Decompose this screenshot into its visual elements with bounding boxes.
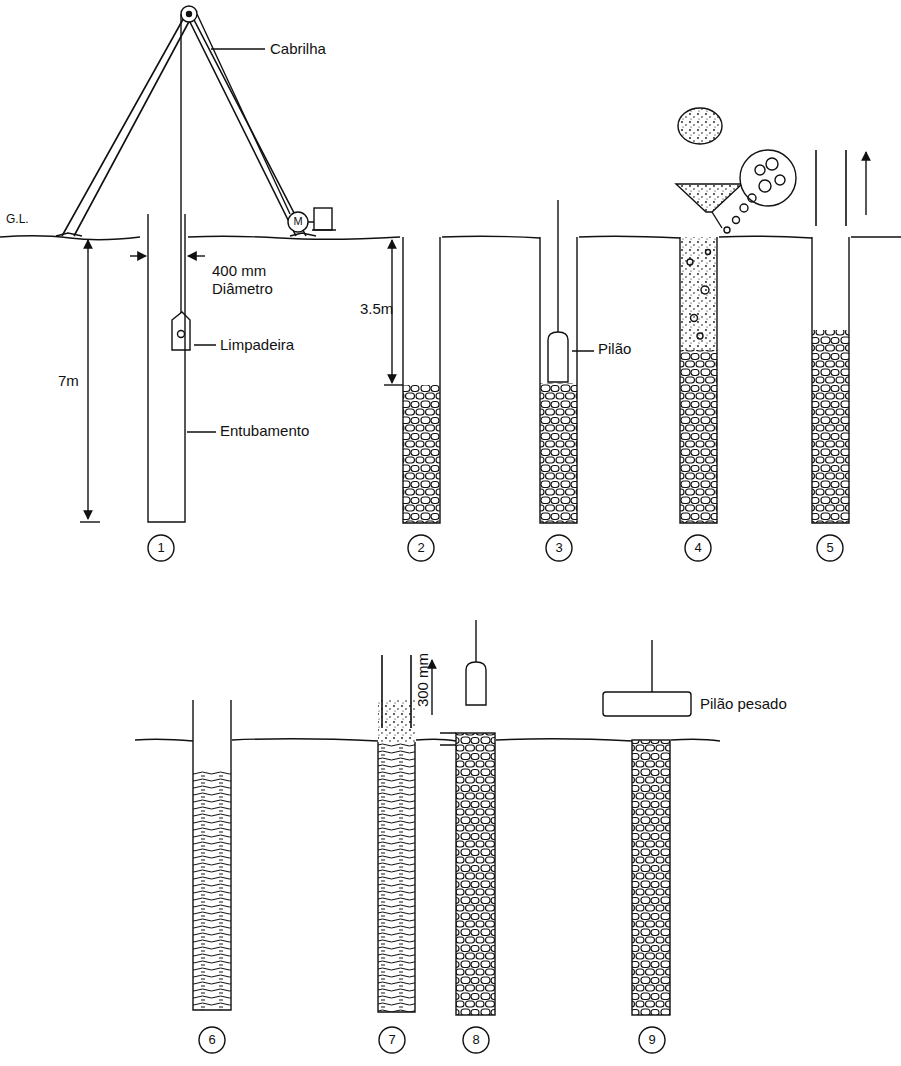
callout-number: 9: [648, 1032, 655, 1048]
dimension-label: 7m: [58, 372, 79, 390]
part-label: Pilão: [598, 340, 631, 358]
dimension-label: 300 mm: [414, 653, 432, 707]
callout-number: 3: [555, 540, 562, 556]
ground-label: G.L.: [6, 212, 29, 226]
part-label: Entubamento: [220, 422, 309, 440]
dimension-label: 400 mm Diâmetro: [212, 262, 286, 298]
callout-number: 6: [208, 1032, 215, 1048]
part-label: Limpadeira: [220, 336, 294, 354]
callout-number: 8: [472, 1032, 479, 1048]
dimension-label: 3.5m: [360, 300, 393, 318]
part-label: Cabrilha: [270, 40, 326, 58]
callout-number: 2: [417, 540, 424, 556]
callout-number: 4: [694, 540, 701, 556]
motor-label: M: [293, 215, 302, 228]
callout-number: 1: [157, 540, 164, 556]
callout-number: 7: [388, 1032, 395, 1048]
callout-number: 5: [826, 540, 833, 556]
part-label: Pilão pesado: [700, 695, 787, 713]
